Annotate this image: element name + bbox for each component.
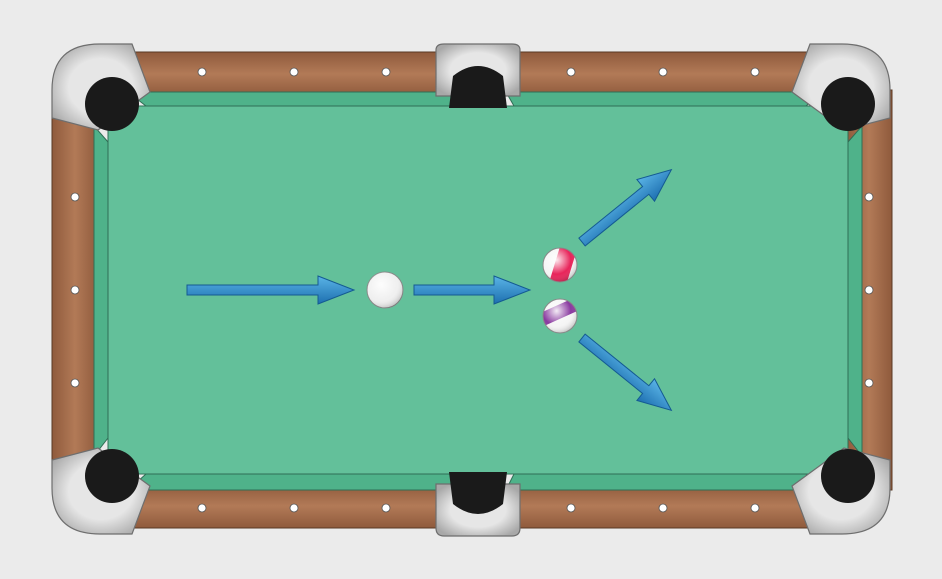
diamond [198, 68, 206, 76]
diamond [71, 193, 79, 201]
cue-ball [367, 272, 403, 308]
diamond [382, 504, 390, 512]
cushion-left [94, 126, 108, 456]
diamond [71, 379, 79, 387]
pocket-corner-bottom-right [821, 449, 875, 503]
diamond [567, 68, 575, 76]
diamond [198, 504, 206, 512]
cushion-top-left [128, 92, 458, 106]
diamond [659, 504, 667, 512]
diamond [71, 286, 79, 294]
pocket-corner-top-left [85, 77, 139, 131]
diamond [865, 379, 873, 387]
pocket-corner-bottom-left [85, 449, 139, 503]
cushion-bottom-right [506, 474, 822, 490]
diamond [659, 68, 667, 76]
diamond [567, 504, 575, 512]
diamond [865, 193, 873, 201]
cushion-top-right [506, 92, 822, 106]
diamond [865, 286, 873, 294]
diamond [751, 504, 759, 512]
diamond [751, 68, 759, 76]
diamond [382, 68, 390, 76]
diamond [290, 68, 298, 76]
pocket-corner-top-right [821, 77, 875, 131]
cushion-right [848, 126, 862, 456]
cushion-bottom-left [128, 474, 458, 490]
diamond [290, 504, 298, 512]
